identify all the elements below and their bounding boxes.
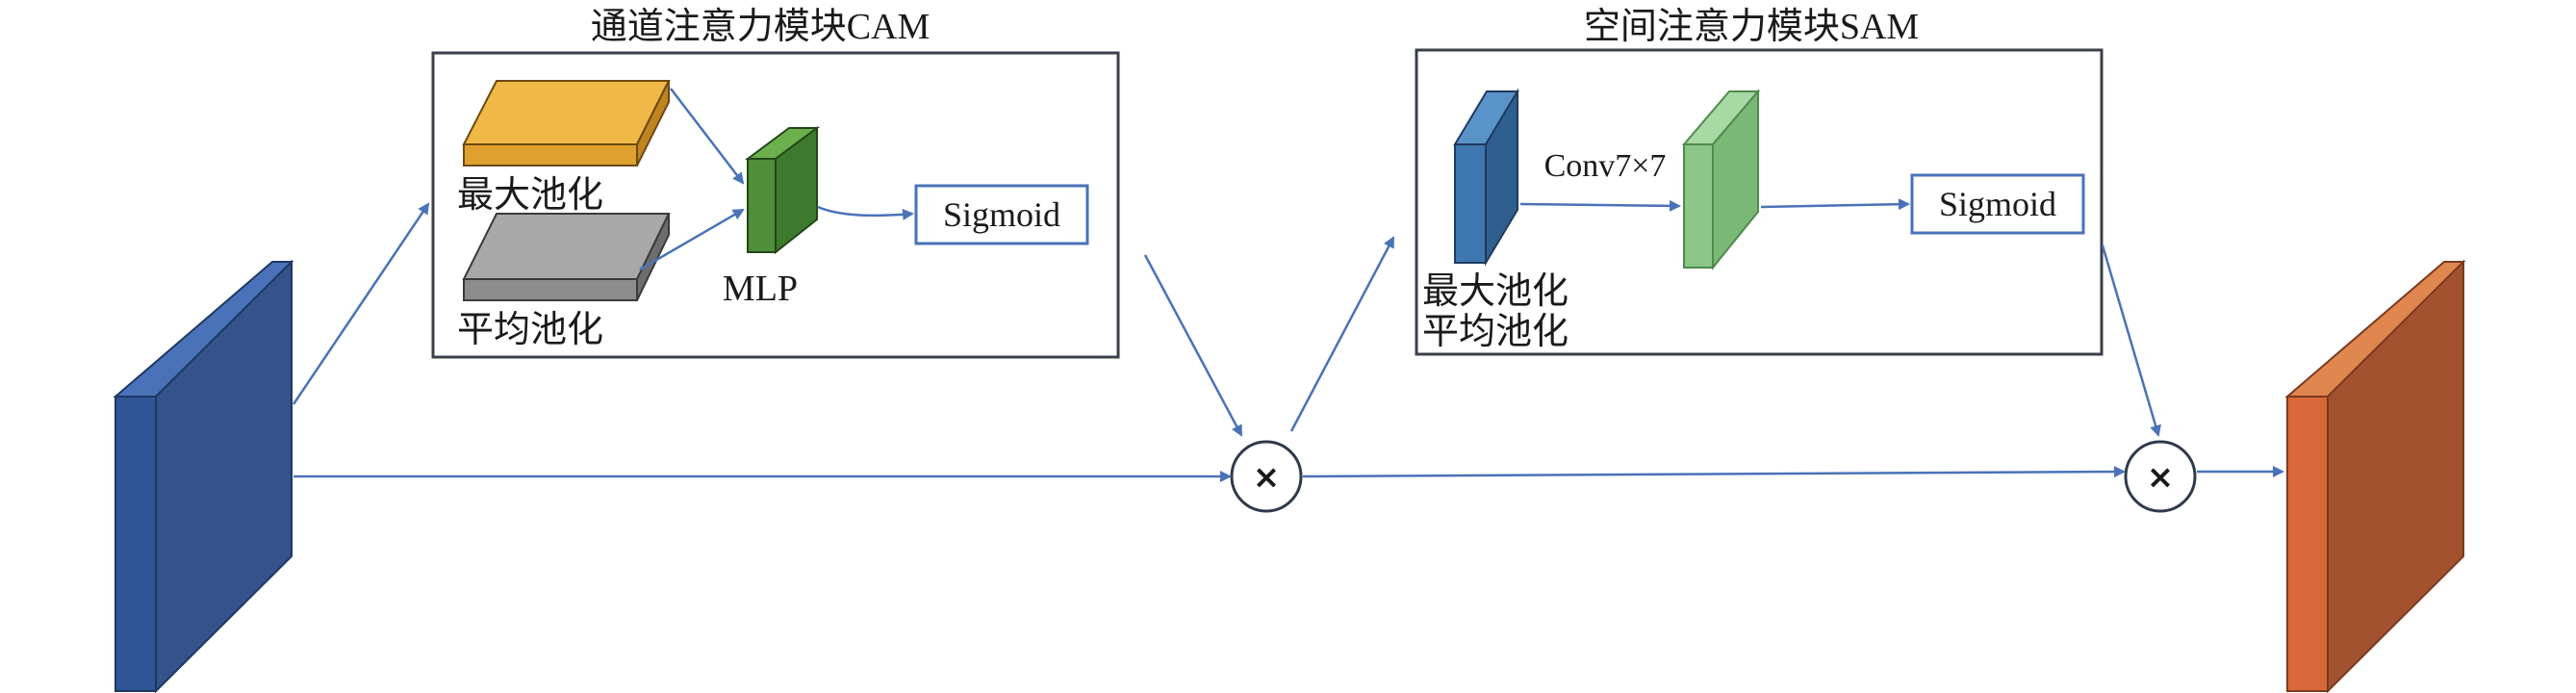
cam-sigmoid-label: Sigmoid	[943, 195, 1060, 234]
arrow-sampool-to-conv	[1519, 199, 1681, 212]
output-feature-block	[2284, 259, 2466, 693]
arrow-mlp-to-sigmoid	[817, 205, 914, 220]
arrow-maxpool-to-mlp	[670, 88, 745, 185]
multiply-symbol-cam: ×	[1253, 458, 1281, 497]
cam-title: 通道注意力模块CAM	[591, 7, 931, 47]
arrow-multiply1-to-sam	[1289, 236, 1395, 432]
input-feature-block	[113, 259, 294, 693]
cam-module-frame	[431, 51, 1120, 359]
arrow-sam-to-multiply2	[2101, 244, 2161, 437]
cam-max-pool-slab	[462, 80, 671, 167]
sam-module-frame	[1415, 48, 2104, 356]
multiply-symbol-sam: ×	[2147, 458, 2175, 497]
cam-mlp-label: MLP	[723, 269, 798, 309]
arrow-multiply1-to-multiply2	[1302, 466, 2126, 478]
arrow-avgpool-to-mlp	[639, 208, 745, 271]
multiply-node-cam: ×	[1230, 440, 1303, 513]
sam-conv-label: Conv7×7	[1544, 148, 1667, 184]
arrow-cam-to-multiply1	[1143, 254, 1243, 437]
sam-pool-block	[1453, 88, 1519, 267]
sam-pool-label-1: 最大池化	[1422, 271, 1569, 312]
sam-conv-block	[1681, 89, 1761, 270]
multiply-node-sam: ×	[2124, 440, 2197, 513]
cam-avg-pool-label: 平均池化	[457, 310, 603, 350]
sam-sigmoid-box	[1910, 173, 2085, 235]
arrow-conv-to-sigmoid	[1760, 198, 1910, 211]
cam-max-pool-label: 最大池化	[457, 175, 603, 216]
cam-mlp-block	[744, 126, 821, 255]
sam-pool-label-2: 平均池化	[1422, 312, 1569, 352]
arrow-input-to-cam	[292, 202, 430, 405]
cam-avg-pool-slab	[462, 213, 671, 301]
sam-title: 空间注意力模块SAM	[1584, 7, 1919, 47]
sam-sigmoid-label: Sigmoid	[1939, 185, 2056, 223]
cam-sigmoid-box	[914, 184, 1089, 245]
